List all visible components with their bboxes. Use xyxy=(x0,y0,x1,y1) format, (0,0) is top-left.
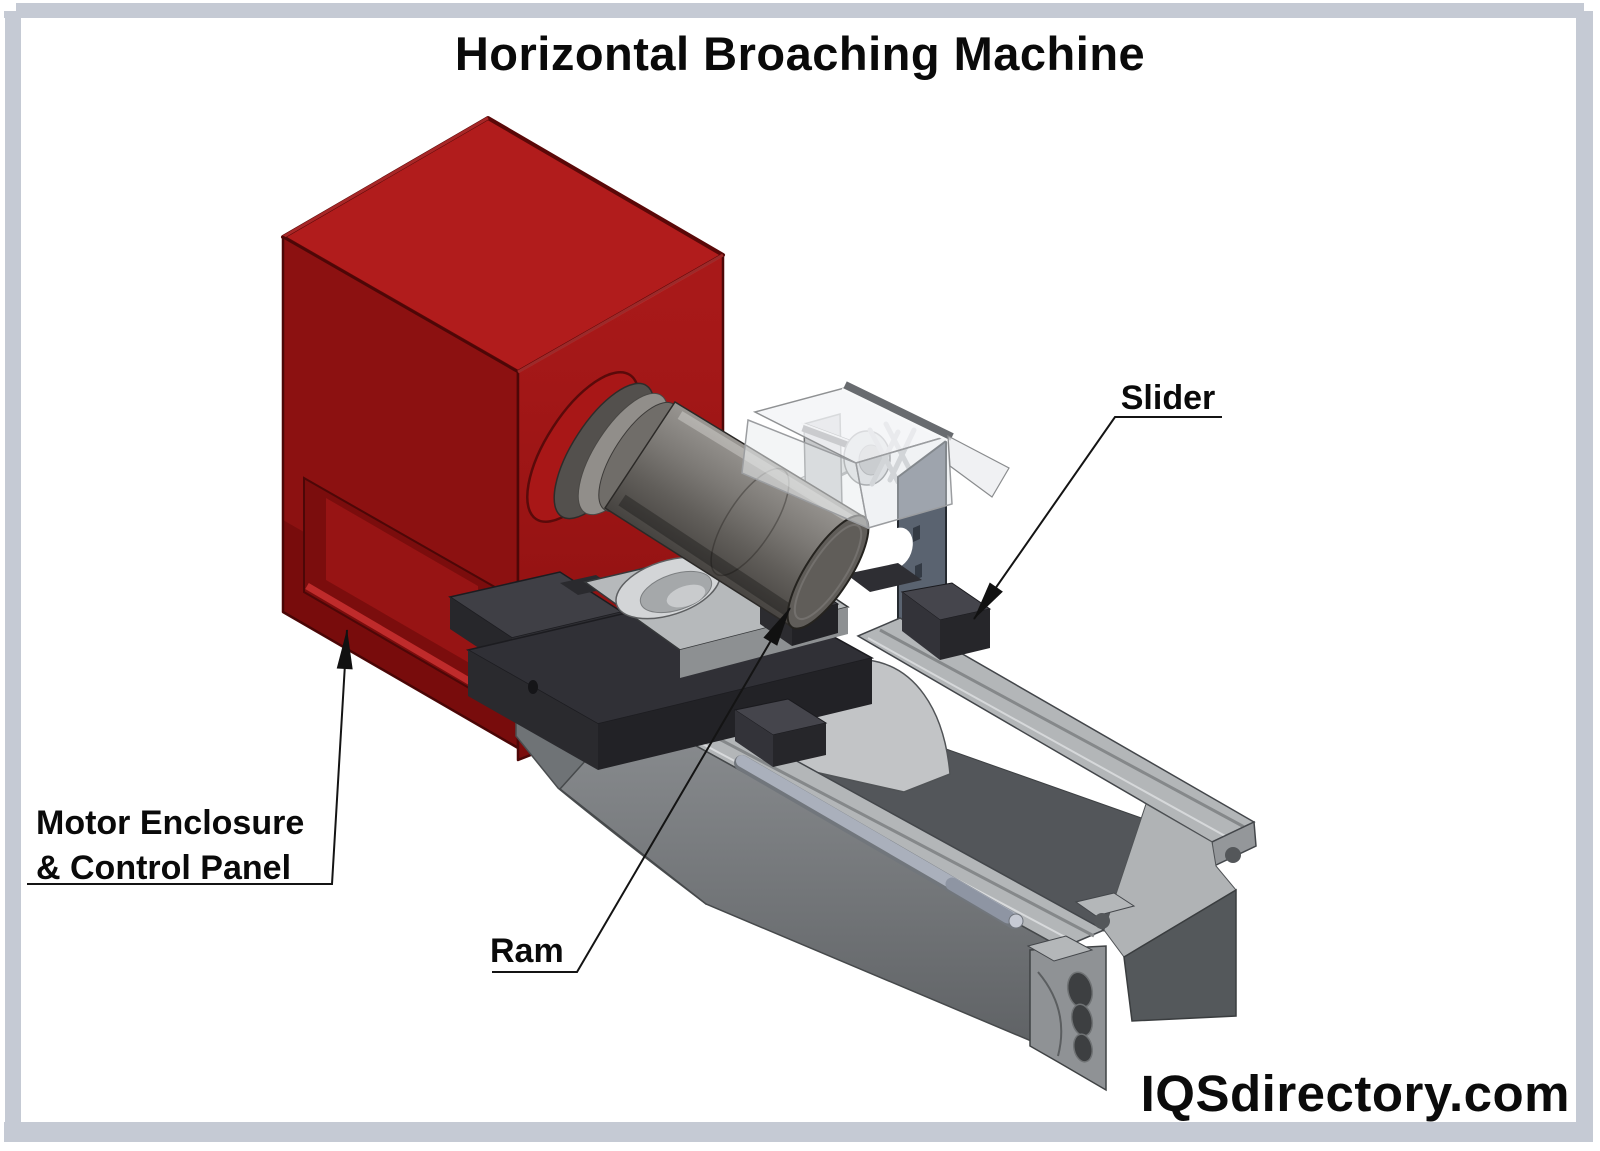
frame-border-right xyxy=(1576,3,1593,1142)
gib-block-left xyxy=(735,710,773,767)
support-contour xyxy=(1037,971,1063,1057)
carriage-hole xyxy=(528,680,538,694)
rail-groove xyxy=(663,708,1095,938)
bed-end-panel xyxy=(1123,888,1237,1022)
guard-side-wedge xyxy=(947,434,1010,498)
enclosure-edge-highlight xyxy=(282,116,489,239)
plate-slot xyxy=(913,525,920,542)
rail-groove xyxy=(879,628,1249,831)
leader-lines xyxy=(27,416,1222,973)
control-panel-inset xyxy=(326,498,478,668)
bed-front-wall xyxy=(558,715,1102,1072)
guard-top-rail xyxy=(843,381,954,441)
motor-enclosure-label-line1: Motor Enclosure xyxy=(36,804,305,842)
slider-leader-line xyxy=(973,416,1222,620)
support-notch xyxy=(1094,913,1110,929)
guide-rod-end xyxy=(1008,913,1024,929)
frame-border-top xyxy=(4,3,1593,18)
rail-end-notch xyxy=(1225,847,1241,863)
ram-label: Ram xyxy=(490,932,564,970)
plate-cutout xyxy=(881,527,913,569)
slider-label: Slider xyxy=(1120,379,1216,417)
ram-shade xyxy=(618,494,804,624)
motor-enclosure-label-line2: & Control Panel xyxy=(36,849,292,887)
guard-right-face xyxy=(855,435,953,529)
carriage-main-left xyxy=(468,650,598,770)
ram-leader-line xyxy=(492,607,791,973)
enclosure-edge-highlight xyxy=(517,253,724,374)
slider-rear-step xyxy=(846,563,922,592)
support-step-face xyxy=(1074,892,1136,917)
frame-corner-notch xyxy=(0,0,16,11)
motor-enclosure-leader-line xyxy=(27,629,353,885)
gib-block-front xyxy=(773,723,826,767)
plate-slot xyxy=(915,563,922,580)
slider-blocks xyxy=(733,582,992,767)
motor-enclosure-label: Motor Enclosure & Control Panel xyxy=(36,801,304,891)
fixture-recess-inner xyxy=(666,584,706,608)
glass-guard xyxy=(741,381,1010,530)
page-title: Horizontal Broaching Machine xyxy=(454,27,1146,80)
support-hole xyxy=(1072,1033,1094,1063)
slider-block-front xyxy=(940,609,990,660)
support-top-face xyxy=(1026,935,1094,962)
slider-block-left xyxy=(902,592,940,660)
guard-rail-highlight xyxy=(841,387,950,443)
frame-corner-notch xyxy=(1584,0,1600,11)
rail-groove-highlight xyxy=(867,637,1237,843)
watermark: IQSdirectory.com xyxy=(1140,1065,1570,1122)
frame-border-left xyxy=(5,3,21,1142)
guide-rod-sleeve xyxy=(945,877,1015,924)
ram-cap-rim xyxy=(793,523,863,621)
frame-border-bottom xyxy=(4,1122,1593,1142)
bed-end-support xyxy=(1029,945,1107,1092)
